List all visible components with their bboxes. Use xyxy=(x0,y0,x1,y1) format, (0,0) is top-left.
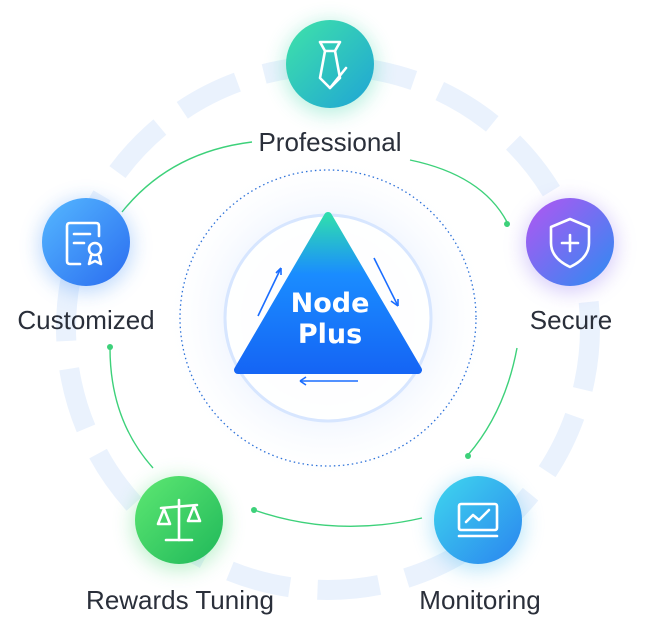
arc-professional-secure xyxy=(409,159,508,223)
shield-plus-icon xyxy=(549,217,591,269)
balance-scale-icon xyxy=(156,498,202,542)
professional-label: Professional xyxy=(258,127,401,157)
center-title-line2: Plus xyxy=(298,319,362,350)
arrow-right-down xyxy=(373,257,399,307)
outer-ring xyxy=(56,56,600,600)
arrow-left-up xyxy=(257,267,282,317)
node-secure[interactable]: Secure xyxy=(524,198,616,335)
cycle-arrows xyxy=(257,257,399,386)
secure-label: Secure xyxy=(530,305,612,335)
customized-badge xyxy=(42,198,130,286)
monitoring-label: Monitoring xyxy=(419,585,540,615)
connector-arcs xyxy=(109,141,518,528)
monitor-chart-icon xyxy=(457,502,499,538)
node-professional[interactable]: Professional xyxy=(258,20,402,157)
connector-dots xyxy=(107,221,510,513)
arrow-bottom-left-head xyxy=(299,376,307,386)
document-badge-icon xyxy=(65,221,103,266)
arrow-left-up-head xyxy=(275,267,282,275)
customized-label: Customized xyxy=(17,305,154,335)
center-title-line1: Node xyxy=(291,288,370,319)
node-monitoring[interactable]: Monitoring xyxy=(419,476,541,615)
arc-customized-professional xyxy=(121,141,253,213)
arc-secure-monitoring xyxy=(467,347,518,456)
node-rewards-tuning[interactable]: Rewards Tuning xyxy=(86,476,274,615)
arrow-right-down-head xyxy=(390,299,399,307)
arc-rewards-customized xyxy=(109,347,154,469)
node-plus-triangle xyxy=(234,212,422,374)
arc-monitoring-rewards xyxy=(253,509,423,528)
professional-badge xyxy=(286,20,374,108)
rewards-tuning-label: Rewards Tuning xyxy=(86,585,274,615)
dotted-ring xyxy=(179,169,477,467)
tie-icon xyxy=(318,40,348,90)
node-customized[interactable]: Customized xyxy=(17,198,155,335)
